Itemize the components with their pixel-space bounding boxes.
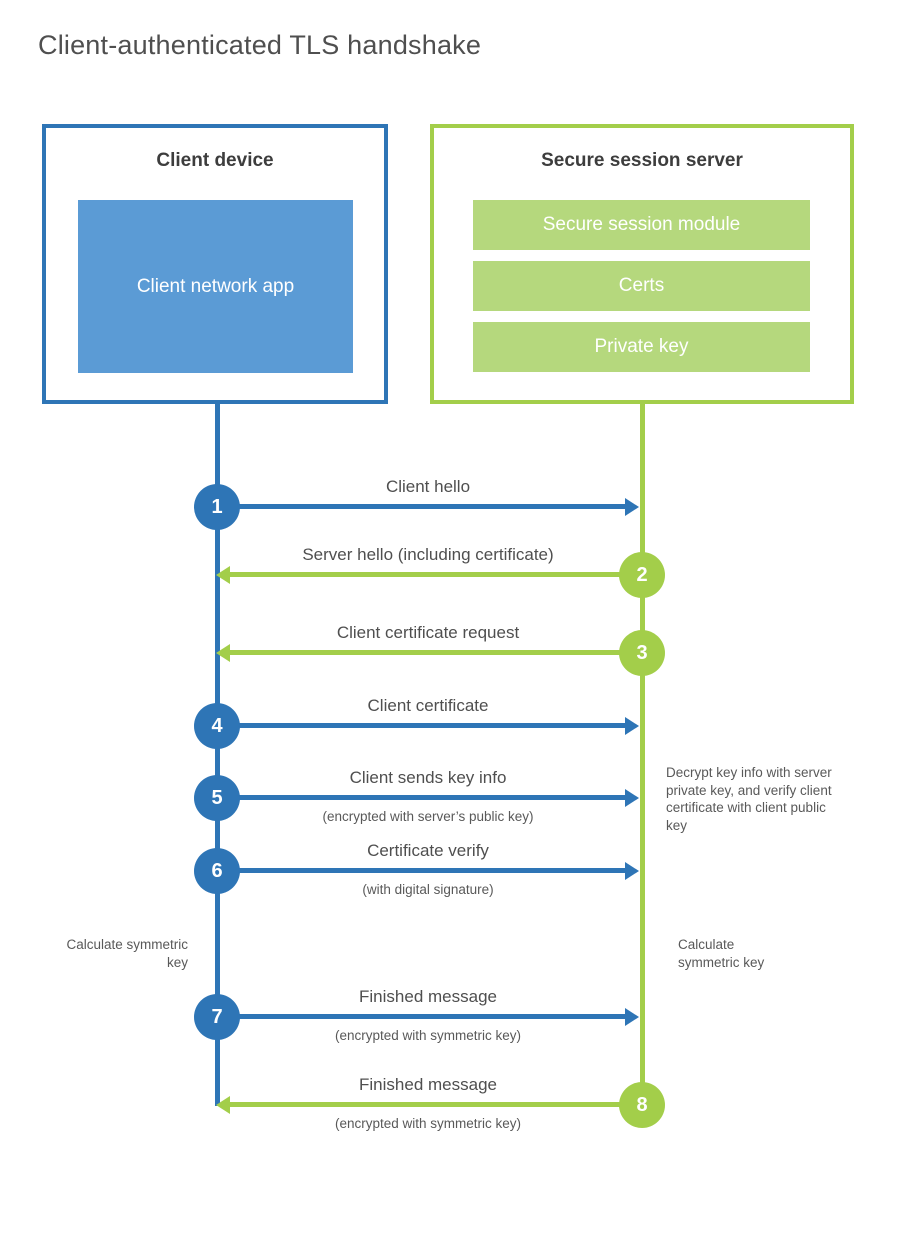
arrow-line	[230, 572, 620, 577]
arrow-line	[239, 723, 625, 728]
step-number: 6	[211, 859, 223, 882]
step-6-badge: 6	[194, 848, 240, 894]
arrow-line	[239, 504, 625, 509]
message-label: Client sends key info	[349, 768, 507, 787]
arrow-line	[239, 868, 625, 873]
step-4-badge: 4	[194, 703, 240, 749]
step-7-badge: 7	[194, 994, 240, 1040]
message-sublabel: (with digital signature)	[362, 882, 494, 897]
message-sublabel: (encrypted with symmetric key)	[334, 1116, 522, 1131]
step-2-badge: 2	[619, 552, 665, 598]
step-number: 8	[636, 1093, 648, 1116]
client-lifeline	[215, 404, 220, 1106]
secure-session-module-bar: Secure session module	[473, 200, 810, 250]
server-lifeline	[640, 404, 645, 1105]
message-label: Client hello	[385, 477, 471, 496]
client-device-box: Client device Client network app	[42, 124, 388, 404]
arrow-head-right-icon	[625, 498, 639, 516]
client-network-app-module: Client network app	[78, 200, 353, 373]
private-key-label: Private key	[594, 336, 689, 357]
step-5-badge: 5	[194, 775, 240, 821]
message-label: Client certificate request	[336, 623, 520, 642]
step-number: 2	[636, 563, 648, 586]
server-decrypt-note: Decrypt key info with server private key…	[666, 765, 832, 833]
arrow-head-left-icon	[216, 644, 230, 662]
message-sublabel: (encrypted with symmetric key)	[334, 1028, 522, 1043]
message-sublabel: (encrypted with server’s public key)	[322, 809, 534, 824]
arrow-head-right-icon	[625, 1008, 639, 1026]
arrow-line	[239, 795, 625, 800]
server-calculate-symmetric-key-note: Calculate symmetric key	[678, 937, 765, 970]
message-label: Finished message	[359, 987, 497, 1006]
secure-session-server-box: Secure session server Secure session mod…	[430, 124, 854, 404]
certs-bar: Certs	[473, 261, 810, 311]
step-number: 1	[211, 495, 223, 518]
arrow-line	[230, 1102, 620, 1107]
arrow-head-right-icon	[625, 717, 639, 735]
private-key-bar: Private key	[473, 322, 810, 372]
secure-session-server-title: Secure session server	[541, 150, 743, 171]
arrow-line	[239, 1014, 625, 1019]
client-device-title: Client device	[156, 150, 274, 171]
arrow-head-left-icon	[216, 1096, 230, 1114]
message-label: Server hello (including certificate)	[302, 545, 554, 564]
step-number: 3	[636, 641, 648, 664]
step-number: 4	[211, 714, 223, 737]
message-label: Finished message	[359, 1075, 497, 1094]
secure-session-module-label: Secure session module	[542, 214, 741, 235]
page-title: Client-authenticated TLS handshake	[38, 30, 482, 60]
arrow-head-right-icon	[625, 862, 639, 880]
step-number: 5	[211, 786, 223, 809]
message-label: Client certificate	[367, 696, 489, 715]
client-calculate-symmetric-key-note: Calculate symmetric key	[66, 937, 188, 970]
message-label: Certificate verify	[367, 841, 489, 860]
arrow-head-left-icon	[216, 566, 230, 584]
certs-label: Certs	[618, 275, 665, 296]
step-3-badge: 3	[619, 630, 665, 676]
arrow-line	[230, 650, 620, 655]
arrow-head-right-icon	[625, 789, 639, 807]
step-number: 7	[211, 1005, 223, 1028]
client-network-app-label: Client network app	[136, 275, 295, 297]
step-8-badge: 8	[619, 1082, 665, 1128]
step-1-badge: 1	[194, 484, 240, 530]
